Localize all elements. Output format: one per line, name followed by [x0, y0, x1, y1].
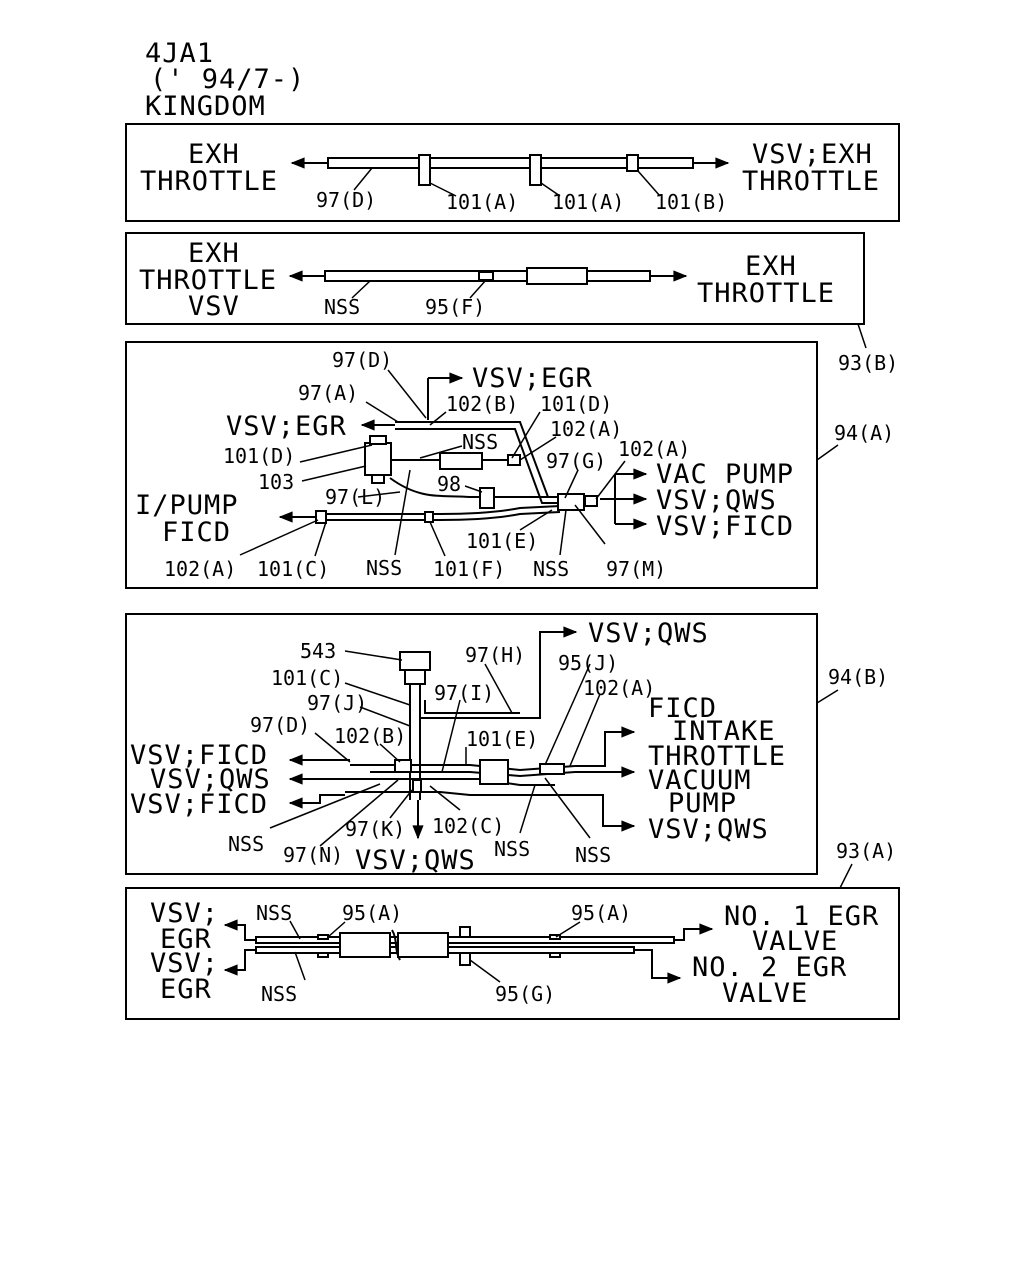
p5-ref-label: 93(A) [836, 839, 896, 863]
p3-label-102b: 102(B) [446, 392, 518, 416]
p2-label-connector: 95(F) [425, 295, 485, 319]
p5-left-egr-2: EGR [160, 974, 212, 1005]
diagram-header: 4JA1 (' 94/7-) KINGDOM [145, 38, 305, 122]
panel-94b: 94(B) VSV;QWS FICD INTAKE THROTTLE VACUU… [125, 613, 888, 876]
p2-right-line1: EXH [745, 251, 797, 282]
p5-right-valve2-line2: VALVE [722, 978, 808, 1009]
p3-ref-label: 94(A) [834, 421, 894, 445]
p1-right-line1: VSV;EXH [752, 139, 873, 170]
p3-label-101f: 101(F) [433, 557, 505, 581]
p3-label-101e: 101(E) [466, 529, 538, 553]
p2-label-nss: NSS [324, 295, 360, 319]
p4-label-nss-mid: NSS [494, 837, 530, 861]
p4-dest-vsv-qws-bottom: VSV;QWS [355, 845, 476, 876]
panel-94a: 94(A) VSV;EGR VSV;EGR VAC PUMP VSV;QWS V… [125, 341, 894, 589]
panel-93a: 93(A) VSV; EGR VSV; EGR NO. 1 EGR VALVE … [125, 839, 900, 1020]
p2-left-line1: EXH [188, 238, 240, 269]
p1-label-hose: 97(D) [316, 188, 376, 212]
p4-label-97k: 97(K) [345, 817, 405, 841]
p5-label-95a-left: 95(A) [342, 901, 402, 925]
p1-left-line1: EXH [188, 139, 240, 170]
p4-label-543: 543 [300, 639, 336, 663]
p4-left-vsv-ficd-2: VSV;FICD [130, 789, 268, 820]
p4-dest-ficd: FICD [648, 693, 717, 724]
p5-label-95a-right: 95(A) [571, 901, 631, 925]
p3-label-102a-right: 102(A) [618, 437, 690, 461]
p3-label-97g: 97(G) [546, 449, 606, 473]
p2-right-line2: THROTTLE [697, 278, 835, 309]
p5-left-egr-1: EGR [160, 924, 212, 955]
p3-label-nss-top: NSS [462, 430, 498, 454]
p3-label-97d: 97(D) [332, 348, 392, 372]
p4-label-nss-right: NSS [575, 843, 611, 867]
p5-label-nss-bottom: NSS [261, 982, 297, 1006]
p4-dest-throttle: THROTTLE [648, 741, 786, 772]
p4-left-vsv-ficd-1: VSV;FICD [130, 740, 268, 771]
p3-dest-vsv-ficd: VSV;FICD [656, 511, 794, 542]
p3-dest-vsv-egr-left: VSV;EGR [226, 411, 347, 442]
p2-left-line2: THROTTLE [139, 265, 277, 296]
p4-label-97h: 97(H) [465, 643, 525, 667]
p3-label-98: 98 [437, 472, 461, 496]
p5-right-valve1-line1: NO. 1 EGR [724, 901, 879, 932]
p4-dest-vsv-qws-top: VSV;QWS [588, 618, 709, 649]
p4-label-102b: 102(B) [334, 724, 406, 748]
panel-exh-throttle-1: EXH THROTTLE VSV;EXH THROTTLE 97(D) 101(… [125, 123, 900, 222]
p3-label-nss-right: NSS [533, 557, 569, 581]
p5-right-valve1-line2: VALVE [752, 926, 838, 957]
p3-dest-vsv-qws: VSV;QWS [656, 485, 777, 516]
p4-dest-intake: INTAKE [672, 716, 776, 747]
p5-left-vsv-2: VSV; [150, 948, 219, 979]
p1-right-line2: THROTTLE [742, 166, 880, 197]
p3-label-101d-left: 101(D) [223, 444, 295, 468]
p4-label-97j: 97(J) [307, 691, 367, 715]
p2-left-line3: VSV [188, 291, 240, 322]
p5-label-nss-top: NSS [256, 901, 292, 925]
p5-left-vsv-1: VSV; [150, 898, 219, 929]
p1-label-clip-a1: 101(A) [446, 190, 518, 214]
p3-label-101c: 101(C) [257, 557, 329, 581]
p4-label-101c: 101(C) [271, 666, 343, 690]
p4-dest-vsv-qws-right: VSV;QWS [648, 814, 769, 845]
p3-left-ficd: FICD [162, 517, 231, 548]
p4-label-101e: 101(E) [466, 727, 538, 751]
p1-label-clip-a2: 101(A) [552, 190, 624, 214]
p4-dest-vacuum: VACUUM [648, 765, 752, 796]
p3-dest-vac-pump: VAC PUMP [656, 459, 794, 490]
p4-label-95j: 95(J) [558, 651, 618, 675]
p4-label-nss-left: NSS [228, 832, 264, 856]
p5-label-95g: 95(G) [495, 982, 555, 1006]
p4-label-97d: 97(D) [250, 713, 310, 737]
p4-label-97i: 97(I) [434, 681, 494, 705]
engine-model: 4JA1 [145, 38, 214, 69]
p2-ref-label: 93(B) [838, 351, 898, 375]
p4-label-102a: 102(A) [583, 676, 655, 700]
p3-label-102a-upper: 102(A) [550, 417, 622, 441]
p3-label-97a: 97(A) [298, 381, 358, 405]
market-region: KINGDOM [145, 91, 266, 122]
p3-label-nss-bottom: NSS [366, 556, 402, 580]
p4-left-vsv-qws: VSV;QWS [150, 764, 271, 795]
panel-exh-throttle-2: EXH THROTTLE VSV EXH THROTTLE NSS 95(F) … [125, 232, 898, 375]
p3-label-101d-top: 101(D) [540, 392, 612, 416]
p1-label-clip-b: 101(B) [655, 190, 727, 214]
p1-left-line2: THROTTLE [140, 166, 278, 197]
p3-left-ipump: I/PUMP [135, 490, 239, 521]
p4-ref-label: 94(B) [828, 665, 888, 689]
p5-right-valve2-line1: NO. 2 EGR [692, 952, 847, 983]
p3-label-97m: 97(M) [606, 557, 666, 581]
p3-label-97l: 97(L) [325, 485, 385, 509]
p3-label-103: 103 [258, 470, 294, 494]
p4-dest-pump: PUMP [668, 788, 737, 819]
p4-label-102c: 102(C) [432, 814, 504, 838]
p3-label-102a-bottom: 102(A) [164, 557, 236, 581]
period-range: (' 94/7-) [150, 64, 305, 95]
p3-dest-vsv-egr-top: VSV;EGR [472, 363, 593, 394]
p4-label-97n: 97(N) [283, 843, 343, 867]
